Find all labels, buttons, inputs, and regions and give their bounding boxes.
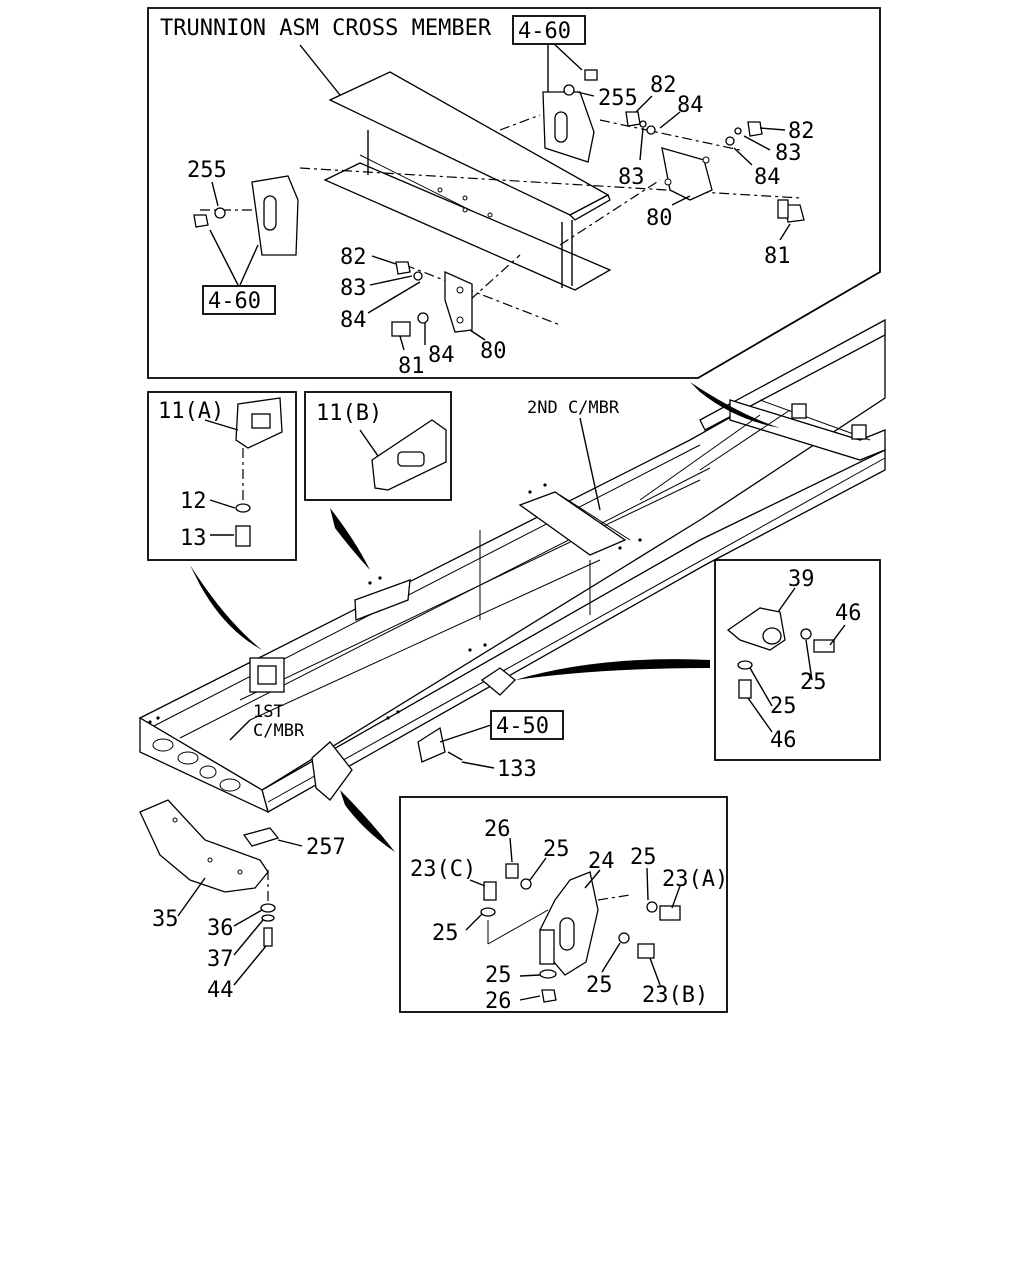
label-84-bottom2: 84 [428,343,455,368]
label-23c: 23(C) [410,857,476,882]
panel-24: 26 25 24 25 23(C) 23(A) 25 25 25 26 23(B… [399,796,728,1014]
label-44: 44 [207,978,234,1003]
label-82-bottom: 82 [340,245,367,270]
label-25-bottom: 25 [770,694,797,719]
label-2nd-cmbr: 2ND C/MBR [527,398,620,418]
label-80-right: 80 [646,206,673,231]
ref-4-60-top: 4-60 [518,19,571,44]
label-25-bottomleft: 25 [485,963,512,988]
label-12: 12 [180,489,207,514]
label-84-top: 84 [677,93,704,118]
panel-11a: 11(A) 12 13 [147,391,297,561]
ref-box-4-60-top[interactable] [512,15,586,45]
label-133: 133 [497,757,537,782]
label-1st-cmbr-line2: C/MBR [253,721,305,741]
label-1st-cmbr-line1: 1ST [253,702,284,722]
label-23b: 23(B) [642,983,708,1008]
label-46-bottom: 46 [770,728,797,753]
ref-4-50: 4-50 [496,714,549,739]
label-81-bottom: 81 [398,354,425,379]
ref-4-60-left: 4-60 [208,289,261,314]
ref-box-4-60-left[interactable] [202,285,276,315]
label-26-top: 26 [484,817,511,842]
label-82-top: 82 [650,73,677,98]
label-23a: 23(A) [662,867,728,892]
label-24: 24 [588,849,615,874]
label-13: 13 [180,526,207,551]
label-46-top: 46 [835,601,862,626]
label-25-topright: 25 [630,845,657,870]
label-83-left: 83 [618,165,645,190]
label-255-left: 255 [187,158,227,183]
panel-39: 39 46 25 25 46 [714,559,881,761]
label-81-right: 81 [764,244,791,269]
trunnion-title: TRUNNION ASM CROSS MEMBER [160,16,492,41]
callout-arrows [190,382,780,852]
trunnion-panel: TRUNNION ASM CROSS MEMBER [147,7,881,379]
label-36: 36 [207,916,234,941]
panel-11b: 11(B) [304,391,452,501]
label-37: 37 [207,947,234,972]
label-255-top: 255 [598,86,638,111]
truck-frame [138,318,886,947]
label-84-right: 84 [754,165,781,190]
rivet-dots [148,483,642,724]
label-11a: 11(A) [158,399,224,424]
label-83-right: 83 [775,141,802,166]
label-82-right: 82 [788,119,815,144]
label-84-bottom: 84 [340,308,367,333]
label-25-left: 25 [432,921,459,946]
label-25-top: 25 [543,837,570,862]
label-35: 35 [152,907,179,932]
frame-labels: 2ND C/MBR 1ST C/MBR 4-50 133 257 35 36 3… [152,398,620,1003]
label-257: 257 [306,835,346,860]
label-11b: 11(B) [316,401,382,426]
label-26-bottom: 26 [485,989,512,1014]
label-80-bottom: 80 [480,339,507,364]
label-25-bottom: 25 [586,973,613,998]
label-25-right: 25 [800,670,827,695]
label-39: 39 [788,567,815,592]
label-83-bottom: 83 [340,276,367,301]
